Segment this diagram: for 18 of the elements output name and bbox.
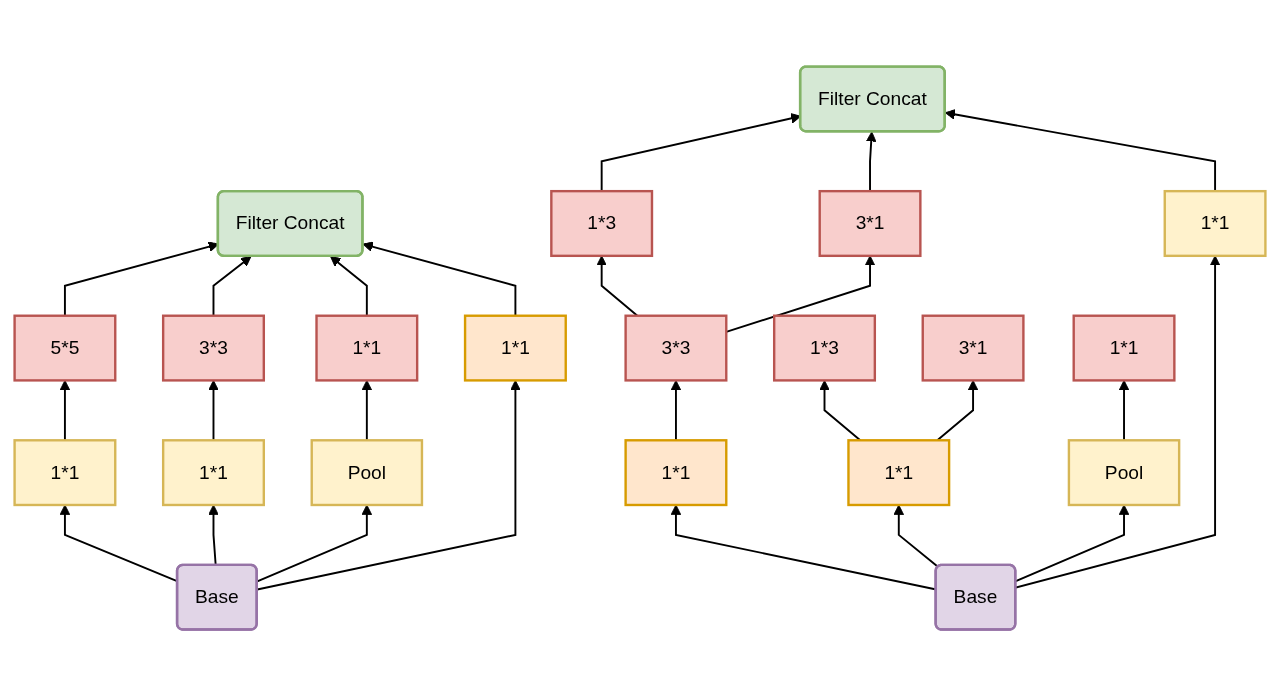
node-box: 3*1 [921,314,1025,383]
arrow [256,380,521,591]
node-box: 1*1 [315,314,419,383]
node-box: 1*1 [463,314,567,383]
node-box: 3*1 [818,190,922,258]
node-box: 5*5 [13,314,117,383]
node-box: 1*3 [550,190,654,258]
node-box: 1*3 [772,314,877,383]
node-box: 1*1 [624,439,728,507]
node-box: 3*3 [161,314,265,383]
node-box: 1*1 [13,439,117,507]
node-box: Pool [1067,439,1181,507]
node-box: 1*1 [1163,190,1267,258]
node-box: 3*3 [624,314,728,383]
node-box: 1*1 [847,439,951,507]
node-box: 1*1 [161,439,265,507]
node-box: 1*1 [1072,314,1176,383]
node-box: Pool [310,439,424,507]
